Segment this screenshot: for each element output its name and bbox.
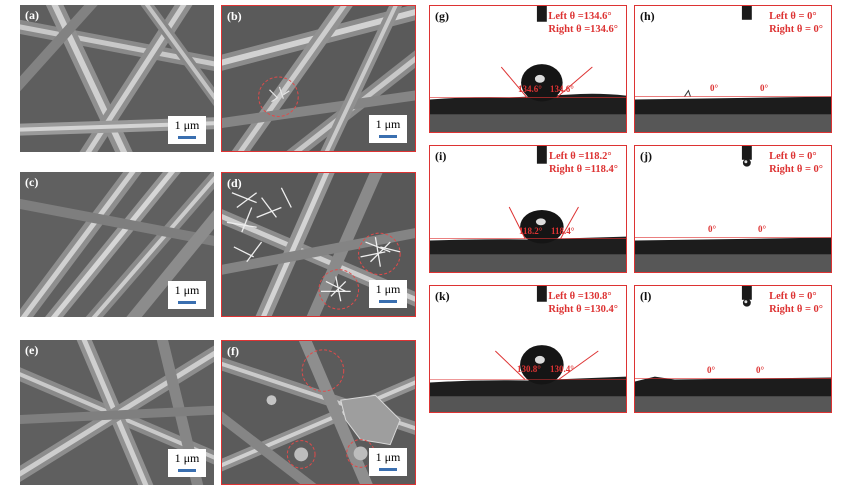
droplet-image xyxy=(635,6,831,132)
right-angle: Right θ = 0° xyxy=(769,164,823,175)
sem-panel-f: (f) 1 μm xyxy=(221,340,416,485)
panel-label: (c) xyxy=(25,175,39,189)
scale-bar-line xyxy=(178,469,196,472)
sem-panel-d: (d) 1 μm xyxy=(221,172,416,317)
contact-angle-panel-h: (h) Left θ = 0° Right θ = 0° 0° 0° xyxy=(634,5,832,133)
scale-bar-label: 1 μm xyxy=(375,450,401,464)
scale-bar-line xyxy=(379,468,397,471)
right-angle: Right θ = 0° xyxy=(769,304,823,315)
panel-label: (i) xyxy=(435,149,447,163)
droplet-image xyxy=(635,146,831,272)
fiber-image xyxy=(20,5,214,152)
contact-angle-panel-j: (j) Left θ = 0° Right θ = 0° 0° 0° xyxy=(634,145,832,273)
left-angle: Left θ =118.2° xyxy=(548,151,612,162)
contact-angle-panel-l: (l) Left θ = 0° Right θ = 0° 0° 0° xyxy=(634,285,832,413)
angle-label-left: 0° xyxy=(707,365,716,375)
contact-angle-panel-k: (k) Left θ =130.8° Right θ =130.4° 130.8… xyxy=(429,285,627,413)
right-angle: Right θ = 0° xyxy=(769,24,823,35)
contact-angle-readout: Left θ =134.6° Right θ =134.6° xyxy=(548,10,618,36)
angle-label-right: 118.4° xyxy=(551,226,575,236)
scale-bar-line xyxy=(178,136,196,139)
angle-label-right: 0° xyxy=(760,83,769,93)
panel-label: (l) xyxy=(640,289,652,303)
left-angle: Left θ = 0° xyxy=(769,291,817,302)
contact-angle-panel-i: (i) Left θ =118.2° Right θ =118.4° 118.2… xyxy=(429,145,627,273)
scale-bar-label: 1 μm xyxy=(174,118,200,132)
scale-bar: 1 μm xyxy=(168,116,206,144)
sem-panel-e: (e) 1 μm xyxy=(20,340,214,485)
scale-bar: 1 μm xyxy=(369,280,407,308)
left-angle: Left θ =130.8° xyxy=(548,291,612,302)
scale-bar-label: 1 μm xyxy=(375,282,401,296)
angle-label-right: 0° xyxy=(758,224,767,234)
angle-label-left: 0° xyxy=(710,83,719,93)
panel-label: (k) xyxy=(435,289,450,303)
contact-angle-readout: Left θ =130.8° Right θ =130.4° xyxy=(548,290,618,316)
droplet-image xyxy=(430,146,626,272)
sem-panel-b: (b) 1 μm xyxy=(221,5,416,152)
angle-label-left: 130.8° xyxy=(517,364,541,374)
scale-bar-line xyxy=(379,300,397,303)
panel-label: (h) xyxy=(640,9,655,23)
scale-bar: 1 μm xyxy=(369,115,407,143)
panel-label: (f) xyxy=(227,344,239,358)
sem-panel-a: (a) 1 μm xyxy=(20,5,214,152)
angle-label-right: 130.4° xyxy=(550,364,574,374)
right-angle: Right θ =118.4° xyxy=(548,164,618,175)
scale-bar: 1 μm xyxy=(168,449,206,477)
angle-label-right: 0° xyxy=(756,365,765,375)
panel-label: (a) xyxy=(25,8,39,22)
panel-label: (e) xyxy=(25,343,39,357)
scale-bar-label: 1 μm xyxy=(375,117,401,131)
panel-label: (g) xyxy=(435,9,449,23)
fiber-image xyxy=(20,340,214,485)
contact-angle-readout: Left θ = 0° Right θ = 0° xyxy=(769,10,823,36)
droplet-image xyxy=(430,6,626,132)
fiber-image xyxy=(222,6,415,151)
angle-label-left: 134.6° xyxy=(518,84,542,94)
left-angle: Left θ = 0° xyxy=(769,151,817,162)
angle-label-left: 0° xyxy=(708,224,717,234)
angle-label-right: 134.6° xyxy=(550,84,574,94)
scale-bar-label: 1 μm xyxy=(174,283,200,297)
left-angle: Left θ =134.6° xyxy=(548,11,612,22)
right-angle: Right θ =134.6° xyxy=(548,24,618,35)
right-angle: Right θ =130.4° xyxy=(548,304,618,315)
scale-bar-label: 1 μm xyxy=(174,451,200,465)
panel-label: (b) xyxy=(227,9,242,23)
scale-bar-line xyxy=(379,135,397,138)
panel-label: (d) xyxy=(227,176,242,190)
scale-bar: 1 μm xyxy=(168,281,206,309)
contact-angle-panel-g: (g) Left θ =134.6° Right θ =134.6° 134.6… xyxy=(429,5,627,133)
angle-label-left: 118.2° xyxy=(519,226,543,236)
scale-bar: 1 μm xyxy=(369,448,407,476)
contact-angle-readout: Left θ = 0° Right θ = 0° xyxy=(769,290,823,316)
contact-angle-readout: Left θ =118.2° Right θ =118.4° xyxy=(549,150,618,176)
droplet-image xyxy=(430,286,626,412)
sem-panel-c: (c) 1 μm xyxy=(20,172,214,317)
panel-label: (j) xyxy=(640,149,652,163)
droplet-image xyxy=(635,286,831,412)
scale-bar-line xyxy=(178,301,196,304)
left-angle: Left θ = 0° xyxy=(769,11,817,22)
contact-angle-readout: Left θ = 0° Right θ = 0° xyxy=(769,150,823,176)
